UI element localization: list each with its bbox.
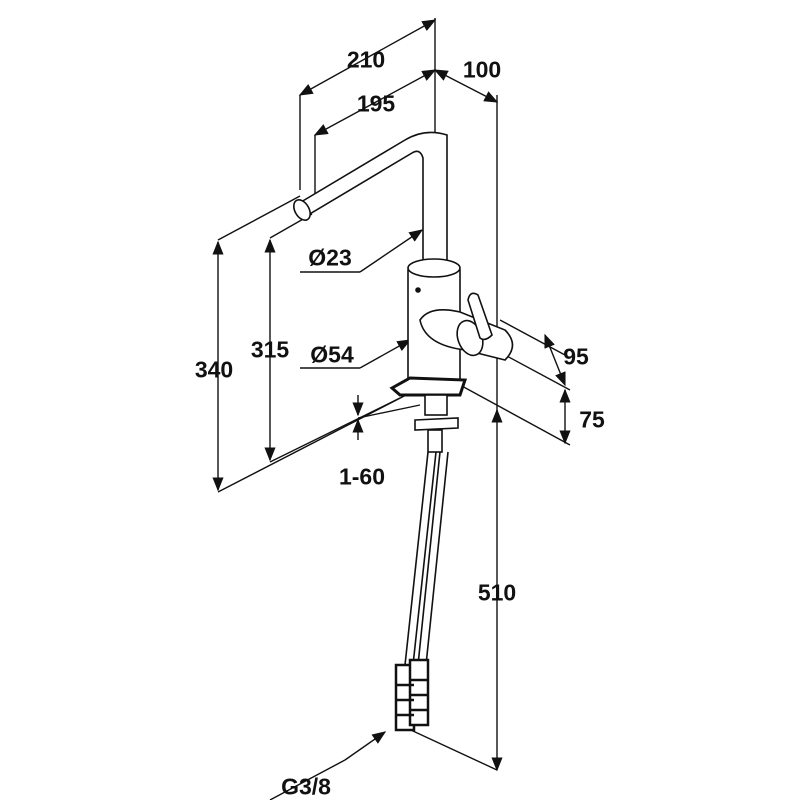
dim-315: 315 — [250, 336, 290, 363]
dim-1-60: 1-60 — [338, 463, 386, 490]
faucet — [293, 131, 514, 732]
dim-100: 100 — [462, 56, 502, 83]
dim-210: 210 — [346, 46, 386, 73]
dim-95: 95 — [563, 343, 589, 370]
dim-340: 340 — [194, 356, 234, 383]
dim-510: 510 — [477, 579, 517, 606]
dim-g3-8: G3/8 — [281, 773, 331, 800]
dim-body-diameter: Ø54 — [310, 341, 354, 368]
dim-75: 75 — [579, 406, 605, 433]
dim-195: 195 — [356, 90, 396, 117]
dimension-lines — [212, 18, 571, 800]
dim-spout-diameter: Ø23 — [308, 244, 352, 271]
